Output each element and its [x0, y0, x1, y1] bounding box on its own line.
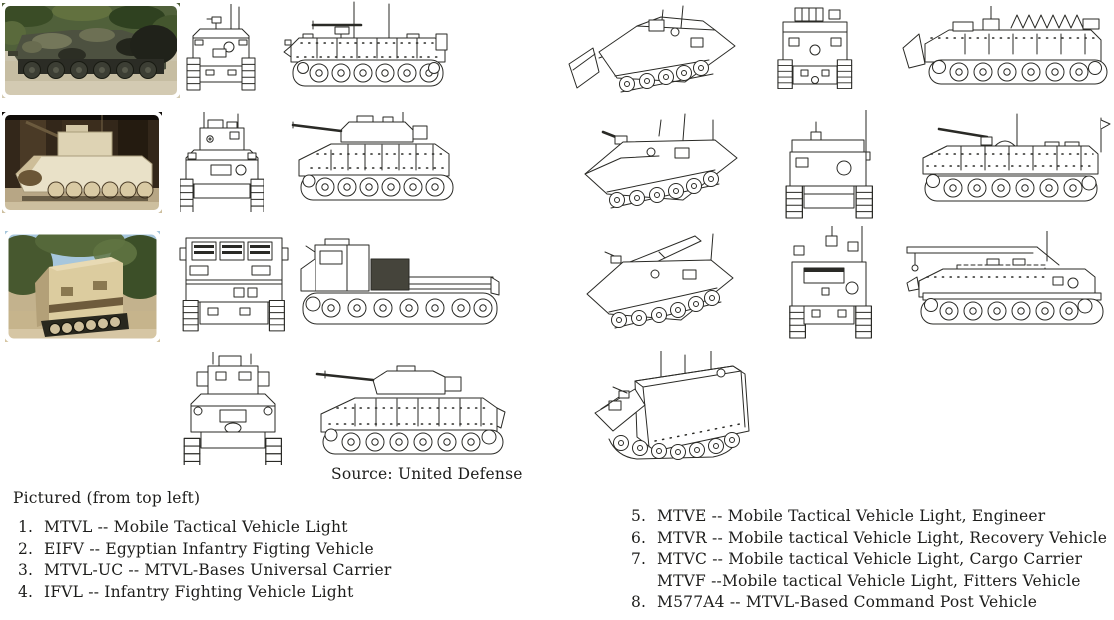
cargo-side-drawing: [905, 112, 1111, 218]
m577a4-threequarter-drawing: [575, 351, 767, 478]
mtvl-uc-front-drawing: [178, 234, 290, 337]
list-item-number: 2.: [18, 539, 34, 558]
list-item-text: MTVE -- Mobile Tactical Vehicle Light, E…: [657, 507, 1046, 525]
cargo-threequarter-drawing: [563, 112, 751, 225]
list-item: 1. MTVL -- Mobile Tactical Vehicle Light: [18, 517, 391, 539]
mtvl-side-drawing: [277, 0, 457, 100]
list-item-text: M577A4 -- MTVL-Based Command Post Vehicl…: [657, 593, 1038, 611]
list-item-text: MTVL-UC -- MTVL-Bases Universal Carrier: [44, 561, 392, 579]
list-item-text: MTVF --Mobile tactical Vehicle Light, Fi…: [657, 571, 1081, 590]
mtve-side-drawing: [895, 6, 1113, 100]
vehicle-list-left: 1.MTVL -- Mobile Tactical Vehicle Light …: [18, 517, 391, 603]
eifv-photo: [2, 112, 162, 213]
list-item-number: 8.: [631, 593, 647, 611]
vehicle-list-right: 5. MTVE -- Mobile Tactical Vehicle Light,…: [631, 506, 1107, 614]
list-item-text: MTVC -- Mobile tactical Vehicle Light, C…: [657, 550, 1083, 568]
mtvl-front-drawing: [185, 4, 257, 97]
list-item: 8. M577A4 -- MTVL-Based Command Post Vehi…: [631, 592, 1107, 614]
mtve-threequarter-drawing: [563, 4, 753, 107]
pictured-heading: Pictured (from top left): [13, 489, 201, 507]
recovery-side-drawing: [895, 231, 1114, 341]
list-item-number: 3.: [18, 561, 34, 579]
recovery-rear-drawing: [782, 226, 878, 347]
list-item-text: IFVL -- Infantry Fighting Vehicle Light: [44, 582, 354, 601]
list-item-number: 4.: [18, 582, 34, 601]
mtvl-photo: [2, 3, 180, 98]
eifv-front-drawing: [180, 112, 264, 212]
list-item-text: MTVL -- Mobile Tactical Vehicle Light: [44, 518, 348, 536]
list-item: MTVF --Mobile tactical Vehicle Light, Fi…: [631, 571, 1107, 593]
list-item: 5. MTVE -- Mobile Tactical Vehicle Light,…: [631, 506, 1107, 528]
mtve-rear-drawing: [773, 4, 865, 99]
ifvl-side-drawing: [307, 364, 512, 466]
list-item: 3. MTVL-UC -- MTVL-Bases Universal Carrie…: [18, 560, 391, 582]
list-item: 4. IFVL -- Infantry Fighting Vehicle Ligh…: [18, 582, 391, 604]
ifvl-front-drawing: [183, 352, 283, 465]
list-item-number: 5.: [631, 507, 647, 525]
list-item: 2. EIFV -- Egyptian Infantry Figting Vehi…: [18, 539, 391, 561]
list-item-text: MTVR -- Mobile tactical Vehicle Light, R…: [657, 528, 1108, 547]
recovery-threequarter-drawing: [563, 228, 749, 344]
list-item-number: 1.: [18, 518, 34, 536]
eifv-side-drawing: [287, 112, 462, 208]
list-item-number: 7.: [631, 550, 647, 568]
cargo-rear-drawing: [778, 110, 880, 222]
mtvl-uc-photo: [5, 231, 160, 342]
list-item: 7. MTVC -- Mobile tactical Vehicle Light,…: [631, 549, 1107, 571]
mtvl-uc-side-drawing: [285, 237, 505, 337]
list-item-text: EIFV -- Egyptian Infantry Figting Vehicl…: [44, 539, 374, 558]
list-item: 6. MTVR -- Mobile tactical Vehicle Light,…: [631, 528, 1107, 550]
list-item-number: 6.: [631, 528, 647, 547]
source-caption: Source: United Defense: [331, 465, 523, 483]
